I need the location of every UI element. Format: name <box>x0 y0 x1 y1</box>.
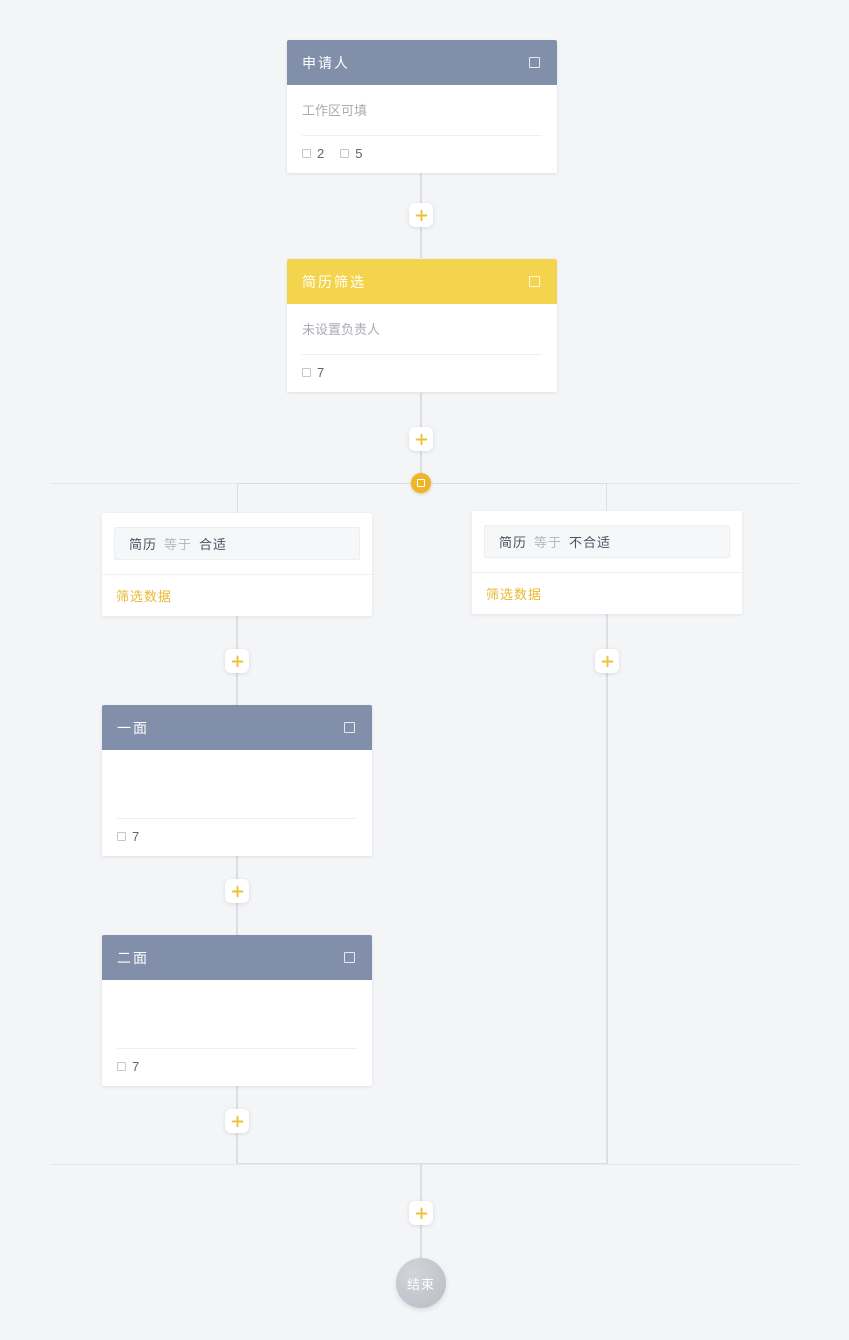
node-footer-interview-2: 7 <box>102 1049 372 1086</box>
filter-data-link-left[interactable]: 筛选数据 <box>102 574 372 616</box>
connector-left-i1-to-plus <box>236 847 238 891</box>
node-body-resume-screen: 未设置负责人 <box>287 304 557 355</box>
add-node-button-after-applicant[interactable] <box>409 203 433 227</box>
divider <box>117 1048 357 1049</box>
connector-branch-to-plus-end <box>420 1164 422 1213</box>
node-owner-resume-screen: 未设置负责人 <box>302 322 381 337</box>
node-card-interview-2[interactable]: 二面 7 <box>102 935 372 1086</box>
stat-count: 5 <box>355 146 363 161</box>
add-node-button-after-interview-2[interactable] <box>225 1109 249 1133</box>
connector-right-plus-to-close <box>606 661 608 1164</box>
node-title-interview-1: 一面 <box>117 719 149 736</box>
connector-applicant-to-plus1 <box>420 170 422 215</box>
connector-left-plus-to-close <box>236 1121 238 1164</box>
branch-condition-icon <box>417 479 425 487</box>
plus-icon <box>415 1207 427 1219</box>
connector-left-plus-to-i1 <box>236 661 238 705</box>
branch-condition-card-left[interactable]: 简历 等于 合适 筛选数据 <box>102 513 372 616</box>
stat-count: 7 <box>132 829 140 844</box>
branch-scope-line-bottom <box>50 1164 799 1165</box>
condition-expression-right[interactable]: 简历 等于 不合适 <box>484 525 730 558</box>
connector-left-i2-to-plus <box>236 1077 238 1121</box>
node-header-applicant[interactable]: 申请人 <box>287 40 557 85</box>
node-owner-applicant: 工作区可填 <box>302 103 368 118</box>
node-card-interview-1[interactable]: 一面 7 <box>102 705 372 856</box>
stat-item: 2 <box>302 146 324 161</box>
stat-item: 5 <box>340 146 362 161</box>
stop-square-icon[interactable] <box>344 722 355 733</box>
square-outline-icon <box>117 832 126 841</box>
divider <box>302 354 542 355</box>
node-owner-interview-2 <box>117 996 357 1034</box>
plus-icon <box>231 655 243 667</box>
add-node-button-branch-right[interactable] <box>595 649 619 673</box>
condition-operator: 等于 <box>164 537 193 552</box>
divider <box>117 818 357 819</box>
square-outline-icon <box>340 149 350 158</box>
stop-square-icon[interactable] <box>529 276 540 287</box>
add-node-button-after-interview-1[interactable] <box>225 879 249 903</box>
plus-icon <box>231 885 243 897</box>
square-outline-icon <box>117 1062 126 1071</box>
condition-expression-left[interactable]: 简历 等于 合适 <box>114 527 360 560</box>
node-footer-applicant: 2 5 <box>287 136 557 173</box>
node-card-applicant[interactable]: 申请人 工作区可填 2 5 <box>287 40 557 173</box>
node-title-applicant: 申请人 <box>302 54 350 71</box>
branch-bracket-bottom <box>237 1122 607 1164</box>
add-node-button-before-end[interactable] <box>409 1201 433 1225</box>
plus-icon <box>415 433 427 445</box>
connector-resume-to-plus2 <box>420 393 422 439</box>
square-outline-icon <box>302 149 311 158</box>
connector-left-plus-to-i2 <box>236 891 238 935</box>
condition-value: 不合适 <box>569 535 612 550</box>
add-node-button-branch-left[interactable] <box>225 649 249 673</box>
condition-operator: 等于 <box>534 535 563 550</box>
connector-plus1-to-resume <box>420 215 422 258</box>
connector-right-cond-to-plus <box>606 608 608 661</box>
end-node-label: 结束 <box>406 1276 435 1292</box>
node-title-interview-2: 二面 <box>117 949 149 966</box>
branch-condition-card-right[interactable]: 简历 等于 不合适 筛选数据 <box>472 511 742 614</box>
node-body-applicant: 工作区可填 <box>287 85 557 136</box>
stat-count: 7 <box>132 1059 140 1074</box>
square-outline-icon <box>302 368 311 377</box>
stat-count: 7 <box>317 365 325 380</box>
end-node[interactable]: 结束 <box>396 1258 446 1308</box>
stat-item: 7 <box>302 365 324 380</box>
plus-icon <box>231 1115 243 1127</box>
stop-square-icon[interactable] <box>529 57 540 68</box>
node-card-resume-screen[interactable]: 简历筛选 未设置负责人 7 <box>287 259 557 392</box>
stat-count: 2 <box>317 146 325 161</box>
condition-field: 简历 <box>129 537 158 552</box>
node-body-interview-1 <box>102 750 372 819</box>
filter-data-link-right[interactable]: 筛选数据 <box>472 572 742 614</box>
node-footer-resume-screen: 7 <box>287 355 557 392</box>
node-title-resume-screen: 简历筛选 <box>302 273 366 290</box>
condition-field: 简历 <box>499 535 528 550</box>
connector-plus-end-to-end <box>420 1213 422 1258</box>
connector-plus2-to-branch <box>420 439 422 473</box>
stat-item: 7 <box>117 1059 139 1074</box>
stop-square-icon[interactable] <box>344 952 355 963</box>
node-header-interview-2[interactable]: 二面 <box>102 935 372 980</box>
stat-item: 7 <box>117 829 139 844</box>
divider <box>302 135 542 136</box>
condition-value: 合适 <box>199 537 228 552</box>
node-footer-interview-1: 7 <box>102 819 372 856</box>
plus-icon <box>415 209 427 221</box>
node-header-interview-1[interactable]: 一面 <box>102 705 372 750</box>
node-owner-interview-1 <box>117 766 357 804</box>
branch-condition-node[interactable] <box>411 473 431 493</box>
connector-left-cond-to-plus <box>236 610 238 661</box>
add-node-button-after-resume-screen[interactable] <box>409 427 433 451</box>
node-body-interview-2 <box>102 980 372 1049</box>
plus-icon <box>601 655 613 667</box>
node-header-resume-screen[interactable]: 简历筛选 <box>287 259 557 304</box>
